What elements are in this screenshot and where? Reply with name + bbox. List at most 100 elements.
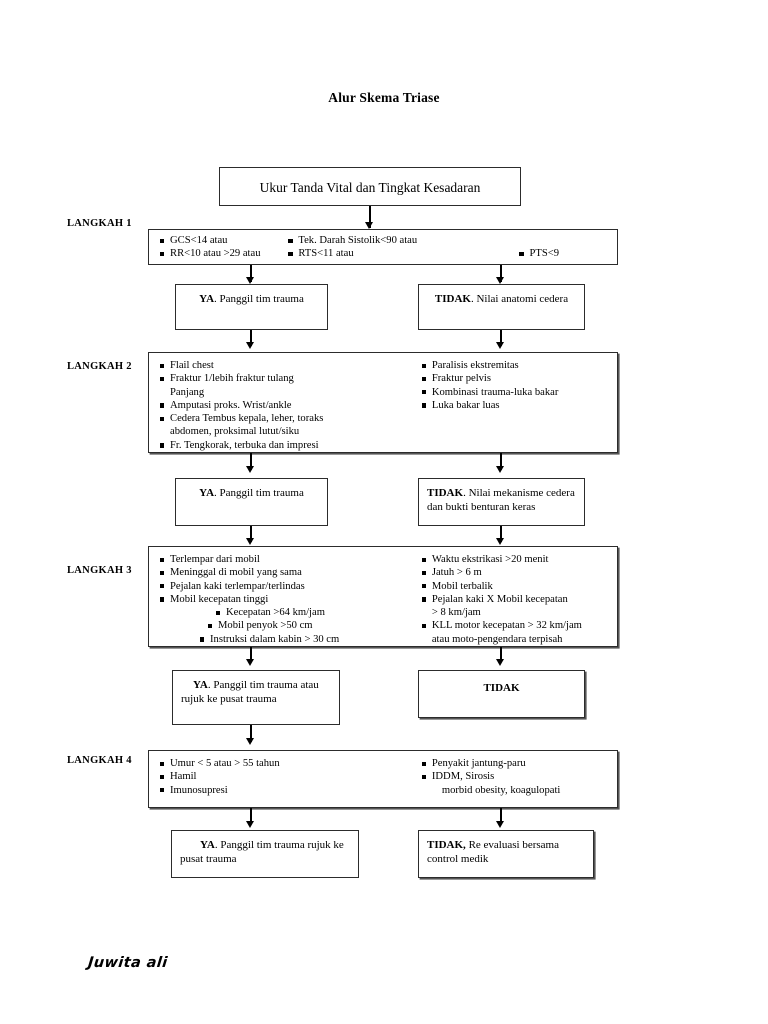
step1-right-item: PTS<9 bbox=[519, 247, 617, 260]
step3-no-strong: TIDAK bbox=[483, 682, 520, 694]
step3-criteria-box: Terlempar dari mobil Meninggal di mobil … bbox=[148, 546, 618, 647]
connector-no1-to-step2 bbox=[500, 330, 502, 346]
step4-criteria-box: Umur < 5 atau > 55 tahun Hamil Imunosupr… bbox=[148, 750, 618, 808]
arrowhead-yes3-to-step4 bbox=[246, 738, 255, 745]
step1-no-box: TIDAK. Nilai anatomi cedera bbox=[418, 284, 585, 330]
step2-left-item-cont: Panjang bbox=[170, 386, 205, 398]
step1-mid-list: Tek. Darah Sistolik<90 atau RTS<11 atau bbox=[288, 234, 467, 261]
signature: Juwita ali bbox=[87, 955, 169, 971]
step3-right-item: Waktu ekstrikasi >20 menit bbox=[421, 553, 617, 566]
step4-no-text: TIDAK, Re evaluasi bersama control medik bbox=[419, 831, 593, 866]
step1-mid-item: Tek. Darah Sistolik<90 atau bbox=[288, 234, 467, 247]
step3-right-item: Jatuh > 6 m bbox=[421, 566, 617, 579]
step4-yes-text: YA. Panggil tim trauma rujuk ke pusat tr… bbox=[172, 831, 358, 866]
step1-no-text: TIDAK. Nilai anatomi cedera bbox=[419, 285, 584, 306]
step-label-1: LANGKAH 1 bbox=[67, 218, 132, 229]
connector-yes3-to-step4 bbox=[250, 725, 252, 742]
step2-no-strong: TIDAK bbox=[427, 487, 464, 499]
step1-yes-text: YA. Panggil tim trauma bbox=[176, 285, 327, 306]
start-node-box: Ukur Tanda Vital dan Tingkat Kesadaran bbox=[219, 167, 521, 206]
arrowhead-step2-no bbox=[496, 466, 505, 473]
step4-yes-box: YA. Panggil tim trauma rujuk ke pusat tr… bbox=[171, 830, 359, 878]
arrowhead-step2-yes bbox=[246, 466, 255, 473]
connector-step3-no bbox=[500, 647, 502, 662]
step4-right-list: Penyakit jantung-paru IDDM, Sirosis morb… bbox=[421, 757, 617, 797]
step4-right-item-cont: morbid obesity, koagulopati bbox=[441, 784, 561, 796]
step4-no-rest: Re evaluasi bersama control medik bbox=[427, 839, 559, 865]
start-node-label: Ukur Tanda Vital dan Tingkat Kesadaran bbox=[259, 180, 481, 195]
arrowhead-start-to-step1 bbox=[365, 222, 374, 229]
step2-no-rest: . Nilai mekanisme cedera dan bukti bentu… bbox=[427, 487, 575, 513]
arrowhead-step3-no bbox=[496, 659, 505, 666]
step2-right-item: Paralisis ekstremitas bbox=[421, 359, 617, 372]
step4-yes-rest: . Panggil tim trauma rujuk ke pusat trau… bbox=[180, 839, 344, 865]
step3-left-subitem: Mobil penyok >50 cm bbox=[208, 619, 416, 632]
step4-no-strong: TIDAK, bbox=[427, 839, 466, 851]
step1-left-item: GCS<14 atau bbox=[160, 234, 288, 247]
step3-no-text: TIDAK bbox=[419, 671, 584, 695]
step1-no-strong: TIDAK bbox=[434, 293, 471, 305]
arrowhead-step1-yes bbox=[246, 277, 255, 284]
arrowhead-step4-no bbox=[496, 821, 505, 828]
step4-left-item: Umur < 5 atau > 55 tahun bbox=[160, 757, 416, 770]
step2-yes-box: YA. Panggil tim trauma bbox=[175, 478, 328, 526]
step2-left-item: Fr. Tengkorak, terbuka dan impresi bbox=[160, 439, 416, 452]
step1-yes-box: YA. Panggil tim trauma bbox=[175, 284, 328, 330]
step2-no-text: TIDAK. Nilai mekanisme cedera dan bukti … bbox=[419, 479, 584, 514]
connector-step1-yes bbox=[250, 265, 252, 282]
arrowhead-no1-to-step2 bbox=[496, 342, 505, 349]
step1-left-list: GCS<14 atau RR<10 atau >29 atau bbox=[160, 234, 288, 261]
step-label-4: LANGKAH 4 bbox=[67, 755, 132, 766]
page-title: Alur Skema Triase bbox=[328, 90, 440, 105]
step3-no-box: TIDAK bbox=[418, 670, 585, 718]
connector-yes1-to-step2 bbox=[250, 330, 252, 346]
step3-left-item: Terlempar dari mobil bbox=[160, 553, 416, 566]
step1-criteria-box: GCS<14 atau RR<10 atau >29 atau Tek. Dar… bbox=[148, 229, 618, 265]
step2-right-item: Kombinasi trauma-luka bakar bbox=[421, 386, 617, 399]
connector-step3-yes bbox=[250, 647, 252, 662]
step3-right-item: Pejalan kaki X Mobil kecepatan bbox=[421, 593, 617, 606]
step2-left-item: Fraktur 1/lebih fraktur tulang bbox=[160, 372, 416, 385]
connector-start-to-step1 bbox=[369, 206, 371, 228]
step2-left-item: Cedera Tembus kepala, leher, toraks bbox=[160, 412, 416, 425]
step1-yes-strong: YA bbox=[199, 293, 215, 305]
step2-left-item-cont: abdomen, proksimal lutut/siku bbox=[170, 426, 300, 438]
step-label-3: LANGKAH 3 bbox=[67, 565, 132, 576]
step3-left-sublist: Kecepatan >64 km/jam Mobil penyok >50 cm… bbox=[160, 606, 416, 646]
step3-yes-box: YA. Panggil tim trauma atau rujuk ke pus… bbox=[172, 670, 340, 725]
arrowhead-yes2-to-step3 bbox=[246, 538, 255, 545]
step4-right-item: Penyakit jantung-paru bbox=[421, 757, 617, 770]
step4-yes-strong: YA bbox=[200, 839, 215, 851]
step3-left-list: Terlempar dari mobil Meninggal di mobil … bbox=[160, 553, 416, 606]
step4-left-item: Imunosupresi bbox=[160, 784, 416, 797]
step2-left-list: Flail chest Fraktur 1/lebih fraktur tula… bbox=[160, 359, 416, 452]
arrowhead-yes1-to-step2 bbox=[246, 342, 255, 349]
step-label-2: LANGKAH 2 bbox=[67, 361, 132, 372]
arrowhead-no2-to-step3 bbox=[496, 538, 505, 545]
step3-left-item: Meninggal di mobil yang sama bbox=[160, 566, 416, 579]
step3-yes-text: YA. Panggil tim trauma atau rujuk ke pus… bbox=[173, 671, 339, 706]
connector-step4-yes bbox=[250, 808, 252, 824]
arrowhead-step1-no bbox=[496, 277, 505, 284]
step1-right-list: PTS<9 bbox=[519, 234, 617, 261]
step1-right-spacer bbox=[519, 234, 617, 247]
step3-right-item-cont: > 8 km/jam bbox=[431, 607, 481, 619]
step3-left-item: Mobil kecepatan tinggi bbox=[160, 593, 416, 606]
step1-no-rest: . Nilai anatomi cedera bbox=[470, 293, 569, 305]
step1-left-item: RR<10 atau >29 atau bbox=[160, 247, 288, 260]
connector-no2-to-step3 bbox=[500, 526, 502, 542]
connector-step2-no bbox=[500, 453, 502, 470]
connector-step2-yes bbox=[250, 453, 252, 470]
step2-right-item: Fraktur pelvis bbox=[421, 372, 617, 385]
step3-yes-strong: YA bbox=[193, 679, 208, 691]
step4-right-item: IDDM, Sirosis bbox=[421, 770, 617, 783]
step2-left-item: Amputasi proks. Wrist/ankle bbox=[160, 399, 416, 412]
connector-step1-no bbox=[500, 265, 502, 282]
step1-yes-rest: . Panggil tim trauma bbox=[214, 293, 304, 305]
step4-left-list: Umur < 5 atau > 55 tahun Hamil Imunosupr… bbox=[160, 757, 416, 797]
step2-yes-strong: YA bbox=[199, 487, 215, 499]
step2-right-list: Paralisis ekstremitas Fraktur pelvis Kom… bbox=[421, 359, 617, 412]
step2-right-item: Luka bakar luas bbox=[421, 399, 617, 412]
step3-right-list: Waktu ekstrikasi >20 menit Jatuh > 6 m M… bbox=[421, 553, 617, 646]
step1-mid-item: RTS<11 atau bbox=[288, 247, 467, 260]
